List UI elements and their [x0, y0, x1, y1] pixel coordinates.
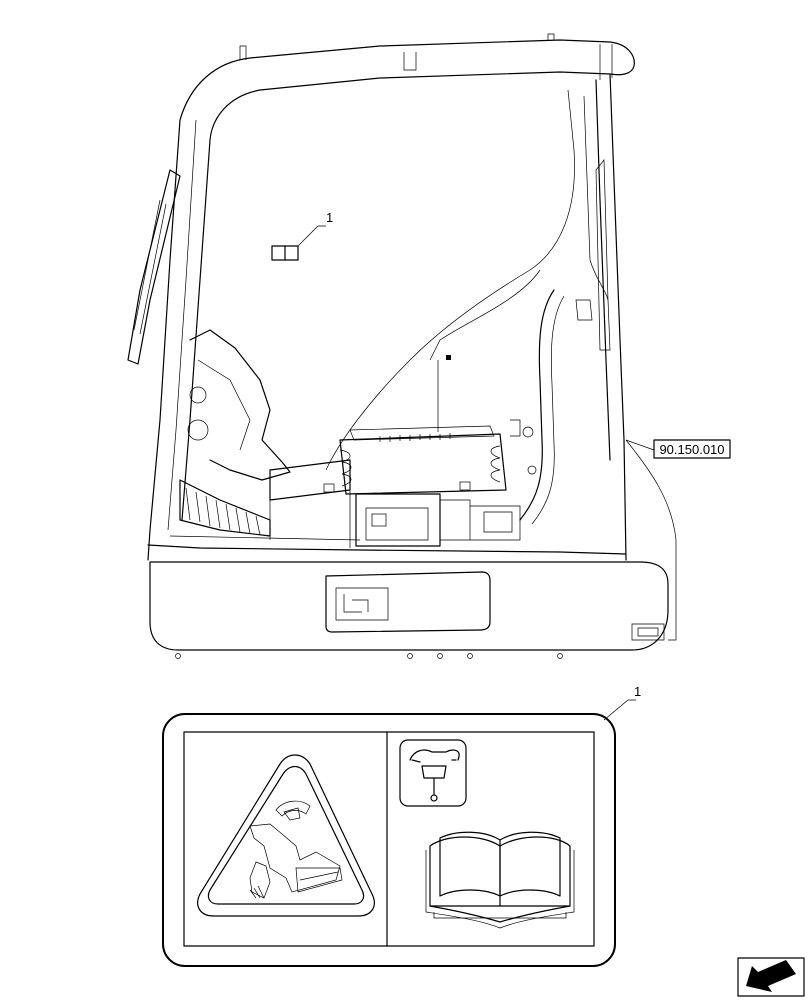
cab-callout[interactable]: 1 [297, 210, 333, 247]
seat-belt-icon [399, 739, 467, 807]
reference-number: 90.150.010 [659, 442, 724, 457]
cab-illustration [127, 33, 677, 659]
cab-callout-number: 1 [326, 210, 333, 225]
decal-callout-number: 1 [634, 684, 641, 699]
excavator-warning-triangle-icon [197, 754, 375, 917]
decal-callout[interactable]: 1 [603, 684, 641, 721]
cab-decal-location [271, 245, 299, 261]
decal-detail [162, 713, 616, 967]
reference-box[interactable]: 90.150.010 [625, 439, 731, 459]
next-page-arrow-icon[interactable] [737, 957, 805, 997]
operator-manual-book-icon [425, 831, 575, 929]
